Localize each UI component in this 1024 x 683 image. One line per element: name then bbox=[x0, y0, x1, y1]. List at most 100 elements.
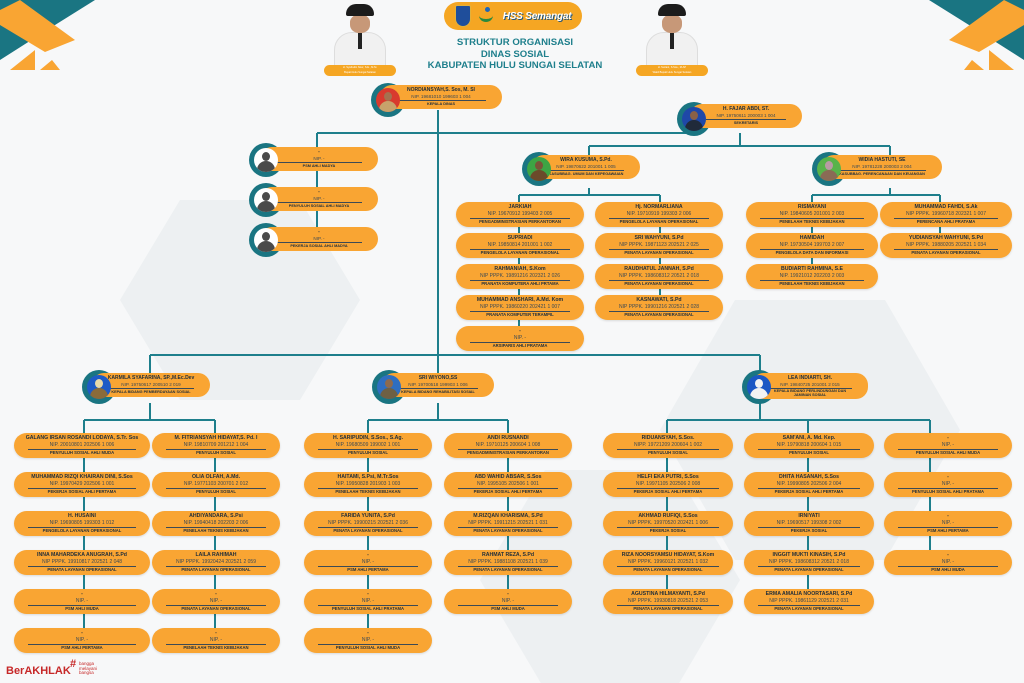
staff-card[interactable]: -NIP. -PSM AHLI MUDA bbox=[14, 589, 150, 614]
fungsional-card[interactable]: - NIP. - PEKERJA SOSIAL AHLI MADYA bbox=[260, 227, 378, 251]
fungsional-card[interactable]: - NIP. - PENYULUH SOSIAL AHLI MADYA bbox=[260, 187, 378, 211]
person-role: PENELAAH TEKNIS KEBIJAKAN bbox=[760, 217, 864, 226]
person-role: PENYULUH SOSIAL bbox=[758, 448, 860, 457]
kepala-dinas-card[interactable]: NORDIANSYAH,S. Sos, M. SI NIP. 19681010 … bbox=[380, 85, 502, 109]
person-name: OLIA OLFAH, A.Md. bbox=[191, 474, 241, 480]
staff-card[interactable]: OLIA OLFAH, A.Md.NIP. 19771103 200701 2 … bbox=[152, 472, 280, 497]
person-role: PSM AHLI MUDA bbox=[28, 604, 136, 613]
person-role: PENGELOLA LAYANAN OPERASIONAL bbox=[28, 526, 136, 535]
person-role: PENYULUH SOSIAL AHLI MADYA bbox=[276, 202, 362, 209]
person-nip: NIP PPPK. 19911215 202521 1 031 bbox=[468, 520, 548, 526]
person-role: PRANATA KOMPUTER TERAMPIL bbox=[470, 310, 570, 319]
leader-portrait-bupati: H. Syafrudin Noor, S.E., M.Si.Bupati Hul… bbox=[320, 2, 400, 80]
person-nip: NIP. 19810709 201212 1 004 bbox=[183, 442, 249, 448]
kasubbag-keu-card[interactable]: WIDIA HASTUTI, SE NIP. 19781228 200003 2… bbox=[822, 155, 942, 179]
staff-card[interactable]: -NIP. -PENYULUH SOSIAL AHLI PRATAMA bbox=[884, 472, 1012, 497]
person-nip: NIP. - bbox=[513, 335, 527, 341]
person-role: PEKERJA SOSIAL bbox=[758, 526, 860, 535]
person-nip: NIP. - bbox=[361, 598, 375, 604]
staff-card[interactable]: H. SARIPUDIN, S.Sos., S.Ag.NIP. 19680509… bbox=[304, 433, 432, 458]
person-name: - bbox=[318, 229, 320, 235]
person-nip: NIP PPPK. 19901216 202521 2 028 bbox=[619, 304, 699, 310]
person-name: - bbox=[367, 552, 369, 558]
sekretaris-card[interactable]: H. FAJAR ABDI, ST. NIP. 19750611 200003 … bbox=[690, 104, 802, 128]
user-placeholder-icon bbox=[254, 188, 278, 212]
staff-card[interactable]: -NIP. -PSM AHLI PERTAMA bbox=[14, 628, 150, 653]
person-name: BUDIARTI RAHMINA, S.E bbox=[781, 266, 843, 272]
staff-card[interactable]: -NIP. -PSM AHLI PERTAMA bbox=[304, 550, 432, 575]
person-nip: NIP. - bbox=[941, 481, 955, 487]
person-nip: NIP. - bbox=[361, 559, 375, 565]
staff-card[interactable]: -NIP. -PENYULUH SOSIAL AHLI MUDA bbox=[304, 628, 432, 653]
tagline-word: bangga bbox=[79, 661, 95, 666]
person-name: M.RIZQAN KHARISMA, S.Pd bbox=[473, 513, 543, 519]
staff-card[interactable]: RIDUANSYAH, S.Sos.NIPP. 19721209 200604 … bbox=[603, 433, 733, 458]
person-role: PENYULUH SOSIAL AHLI MUDA bbox=[28, 448, 136, 457]
person-role: PENATA LAYANAN OPERASIONAL bbox=[609, 248, 709, 257]
person-nip: NIP PPPK. 19881108 202521 1 039 bbox=[468, 559, 548, 565]
person-name: IRNIYATI bbox=[798, 513, 820, 519]
person-nip: NIP PPPK. 19910817 202521 2 048 bbox=[42, 559, 122, 565]
person-nip: NIP. 19840725 201001 2 015 bbox=[780, 382, 840, 387]
bidang-perlindungan-card[interactable]: LEA INDIARTI, SH. NIP. 19840725 201001 2… bbox=[752, 373, 868, 399]
person-nip: NIP. 19850814 201001 1 002 bbox=[487, 242, 553, 248]
kasubbag-umum-card[interactable]: WIRA KUSUMA, S.Pd. NIP. 19870622 201001 … bbox=[532, 155, 640, 179]
person-nip: NIP PPPK. 19900215 202521 2 036 bbox=[328, 520, 408, 526]
person-name: H. SARIPUDIN, S.Sos., S.Ag. bbox=[332, 435, 404, 441]
staff-card[interactable]: SAM'ANI, A. Md. Kep.NIP. 19790818 200604… bbox=[744, 433, 874, 458]
staff-card[interactable]: -NIP. -PENELAAH TEKNIS KEBIJAKAN bbox=[152, 628, 280, 653]
person-name: - bbox=[947, 435, 949, 441]
staff-card[interactable]: -NIP. -PENATA LAYANAN OPERASIONAL bbox=[152, 589, 280, 614]
person-name: ANDI RUSNANDI bbox=[487, 435, 529, 441]
fungsional-card[interactable]: - NIP. - PSM AHLI MADYA bbox=[260, 147, 378, 171]
person-role: KEPALA BIDANG REHABILITASI SOSIAL bbox=[398, 388, 478, 395]
bidang-pemberdayaan-card[interactable]: KARMILA SYAFARINA, SP.,M.Ec.Dev NIP. 197… bbox=[92, 373, 210, 397]
staff-card[interactable]: -NIP. -PSM AHLI MUDA bbox=[884, 550, 1012, 575]
person-nip: NIP PPPK. 19880205 202521 1 034 bbox=[906, 242, 986, 248]
person-name: NORDIANSYAH,S. Sos, M. SI bbox=[407, 87, 475, 93]
staff-card[interactable]: -NIP. -PENYULUH SOSIAL AHLI MUDA bbox=[884, 433, 1012, 458]
person-name: - bbox=[318, 189, 320, 195]
staff-card[interactable]: -NIP. -PENYULUH SOSIAL AHLI PRATAMA bbox=[304, 589, 432, 614]
person-role: PENATA LAYANAN OPERASIONAL bbox=[166, 604, 266, 613]
staff-card[interactable]: -NIP. -PSM AHLI MUDA bbox=[444, 589, 572, 614]
staff-card[interactable]: -NIP. -ARSIPARIS AHLI PRATAMA bbox=[456, 326, 584, 351]
person-name: - bbox=[81, 591, 83, 597]
staff-card[interactable]: -NIP. -PSM AHLI PERTAMA bbox=[884, 511, 1012, 536]
person-nip: NIP PPPK. 19860220 202421 1 007 bbox=[480, 304, 560, 310]
